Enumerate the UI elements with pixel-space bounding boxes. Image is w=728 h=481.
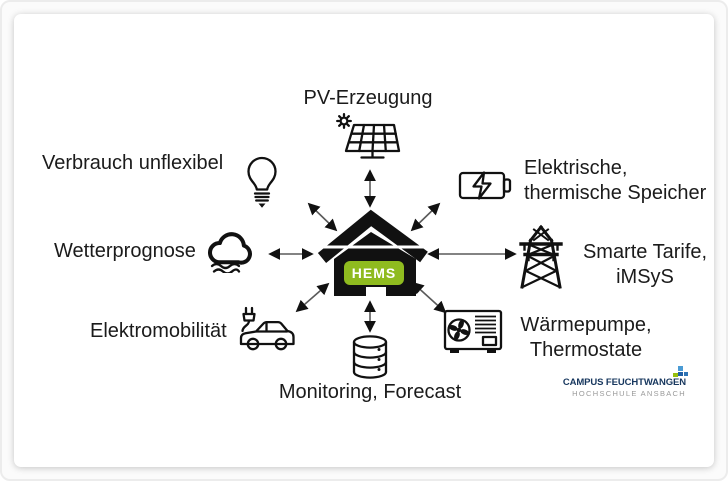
label-storage-line2: thermische Speicher [524,182,707,204]
label-tariffs-line1: Smarte Tarife, [582,241,708,263]
label-tariffs: Smarte Tarife, iMSyS [570,240,720,290]
label-tariffs-line2: iMSyS [616,266,674,288]
solar-panel-icon [335,113,405,165]
logo-campus-line: CAMPUS FEUCHTWANGEN [562,377,686,388]
light-bulb-icon [241,156,283,210]
label-heatpump-line1: Wärmepumpe, [520,314,652,336]
label-pv: PV-Erzeugung [303,87,433,109]
label-consumption: Verbrauch unflexibel [42,152,224,174]
label-emobility: Elektromobilität [90,320,227,342]
battery-icon [457,165,513,207]
cloud-icon [205,229,255,273]
hems-label: HEMS [344,261,404,285]
label-weather: Wetterprognose [54,240,196,262]
label-heatpump: Wärmepumpe, Thermostate [506,313,666,363]
logo-plus-icon [673,366,688,381]
house-icon: HEMS [314,209,436,302]
campus-logo: CAMPUS FEUCHTWANGEN HOCHSCHULE ANSBACH [546,365,688,398]
label-heatpump-line2: Thermostate [529,339,643,361]
heat-pump-icon [442,305,504,357]
label-storage-line1: Elektrische, [524,157,628,179]
diagram-card: PV-Erzeugung Verbrauch unflexibel Wetter… [14,14,714,467]
label-storage: Elektrische, thermische Speicher [524,156,706,206]
electric-car-icon [233,305,297,355]
label-monitoring: Monitoring, Forecast [278,381,462,403]
logo-hochschule-line: HOCHSCHULE ANSBACH [572,389,686,398]
power-tower-icon [517,224,565,290]
database-icon [349,334,391,380]
